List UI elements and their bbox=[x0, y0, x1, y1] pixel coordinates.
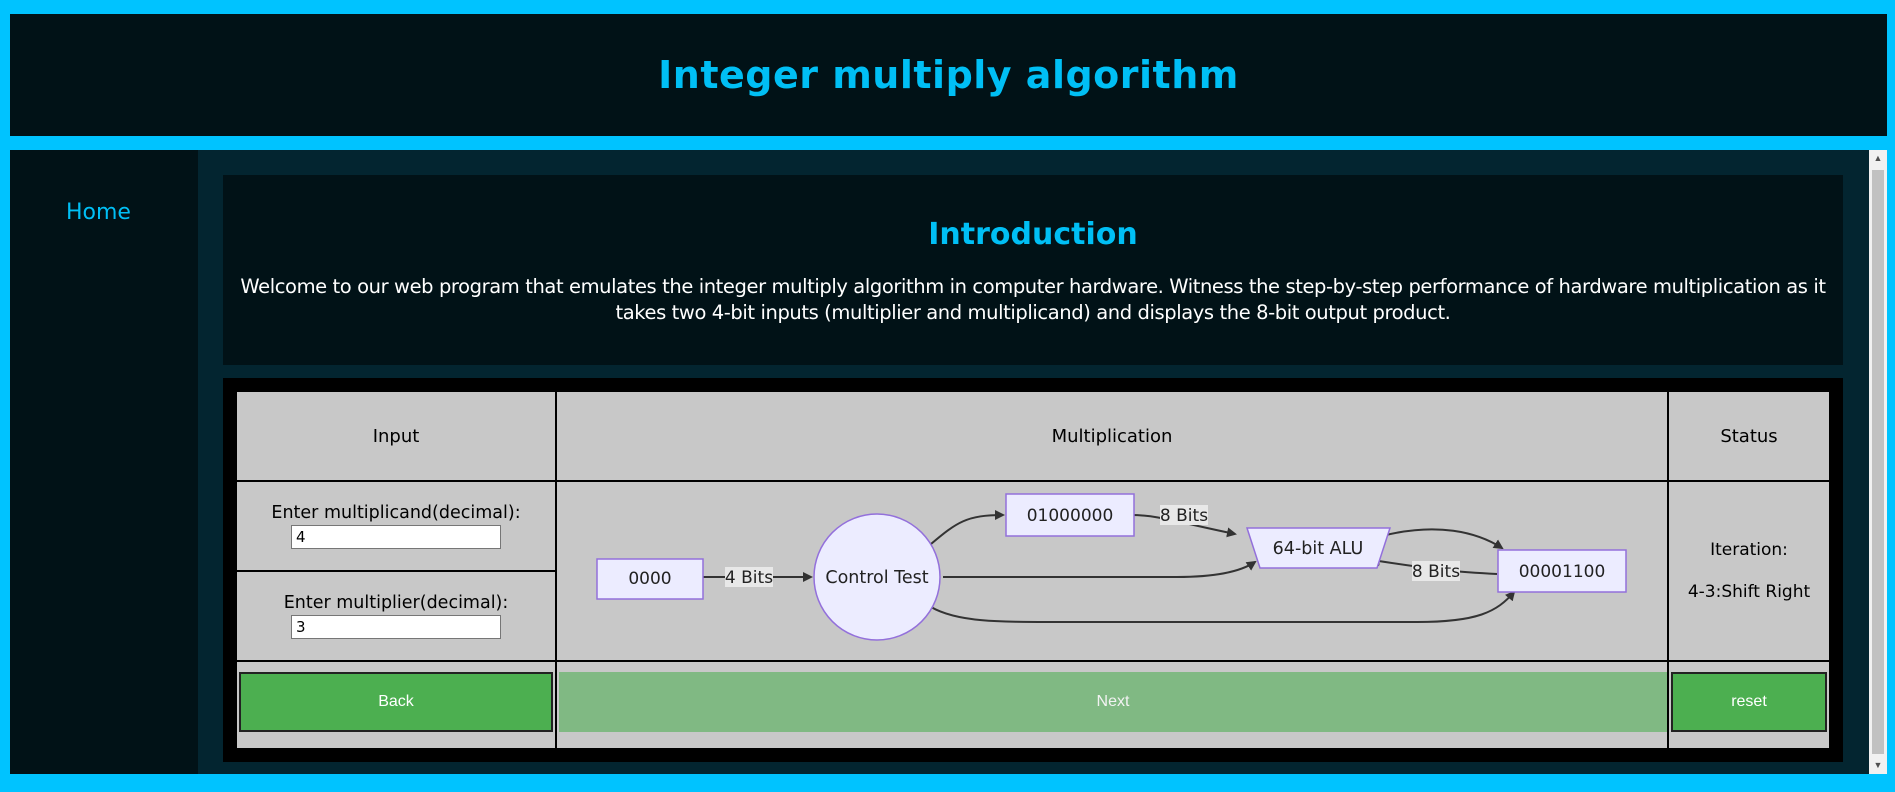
multiplicand-label: Enter multiplicand(decimal): bbox=[271, 503, 521, 523]
alu-node bbox=[1245, 527, 1392, 569]
multiplier-field[interactable] bbox=[291, 615, 501, 639]
label-bg-multiplicand-edge bbox=[1160, 505, 1208, 525]
control-test-node bbox=[813, 513, 941, 641]
table-divider bbox=[1667, 392, 1669, 748]
intro-text: Welcome to our web program that emulates… bbox=[240, 275, 1826, 324]
multiplication-diagram: 4 Bits 8 Bits 8 Bits 0000 Control Test 0… bbox=[596, 493, 1627, 641]
vertical-scrollbar[interactable]: ▲ ▼ bbox=[1869, 150, 1887, 774]
status-step: 4-3:Shift Right bbox=[1687, 582, 1811, 602]
multiplier-register-node bbox=[596, 558, 704, 600]
edge-control-to-multiplicand bbox=[930, 510, 1005, 545]
edge-label-multiplicand: 8 Bits bbox=[1160, 506, 1208, 526]
multiply-table-container: Input Multiplication Status Enter multip… bbox=[223, 378, 1843, 762]
label-bg-multiplier-edge bbox=[725, 567, 773, 587]
multiplicand-input-group: Enter multiplicand(decimal): bbox=[237, 482, 555, 570]
multiplicand-field[interactable] bbox=[291, 525, 501, 549]
page-title: Integer multiply algorithm bbox=[658, 53, 1239, 97]
intro-heading: Introduction bbox=[928, 217, 1138, 252]
sidebar: Home bbox=[10, 150, 198, 774]
multiplier-input-group: Enter multiplier(decimal): bbox=[237, 572, 555, 660]
multiplicand-register-node bbox=[1005, 493, 1135, 537]
intro-panel: Introduction Welcome to our web program … bbox=[223, 175, 1843, 365]
iteration-label: Iteration: bbox=[1710, 540, 1788, 560]
reset-button[interactable]: reset bbox=[1671, 672, 1827, 732]
control-test-label: Control Test bbox=[825, 568, 928, 588]
table-divider bbox=[555, 392, 557, 748]
table-divider bbox=[237, 660, 1829, 662]
next-button[interactable]: Next bbox=[559, 672, 1667, 732]
edge-label-multiplier: 4 Bits bbox=[725, 568, 773, 588]
scroll-up-icon[interactable]: ▲ bbox=[1873, 153, 1883, 163]
edge-control-to-alu bbox=[943, 560, 1257, 578]
sidebar-item-home[interactable]: Home bbox=[66, 200, 131, 225]
multiplicand-register-value: 01000000 bbox=[1027, 506, 1114, 526]
main-body: Home Introduction Welcome to our web pro… bbox=[10, 150, 1887, 774]
page-header: Integer multiply algorithm bbox=[10, 14, 1887, 136]
header-multiplication: Multiplication bbox=[1051, 425, 1173, 447]
table-divider bbox=[237, 570, 555, 572]
multiply-table: Input Multiplication Status Enter multip… bbox=[237, 392, 1829, 748]
edge-alu-to-product bbox=[1381, 528, 1504, 550]
multiplication-diagram-cell: 4 Bits 8 Bits 8 Bits 0000 Control Test 0… bbox=[557, 482, 1667, 660]
scroll-down-icon[interactable]: ▼ bbox=[1873, 760, 1883, 770]
product-register-value: 00001100 bbox=[1519, 562, 1606, 582]
edge-label-product: 8 Bits bbox=[1412, 562, 1460, 582]
edge-control-to-product bbox=[930, 590, 1516, 623]
alu-label: 64-bit ALU bbox=[1273, 539, 1364, 559]
multiplier-label: Enter multiplier(decimal): bbox=[283, 593, 509, 613]
table-divider bbox=[237, 480, 1829, 482]
back-button[interactable]: Back bbox=[239, 672, 553, 732]
multiplier-register-value: 0000 bbox=[628, 569, 671, 589]
header-input: Input bbox=[372, 425, 420, 447]
status-cell: Iteration: 4-3:Shift Right bbox=[1669, 482, 1829, 660]
scrollbar-thumb[interactable] bbox=[1872, 170, 1884, 754]
product-register-node bbox=[1497, 549, 1627, 593]
label-bg-product-edge bbox=[1412, 561, 1460, 581]
header-status: Status bbox=[1720, 425, 1778, 447]
